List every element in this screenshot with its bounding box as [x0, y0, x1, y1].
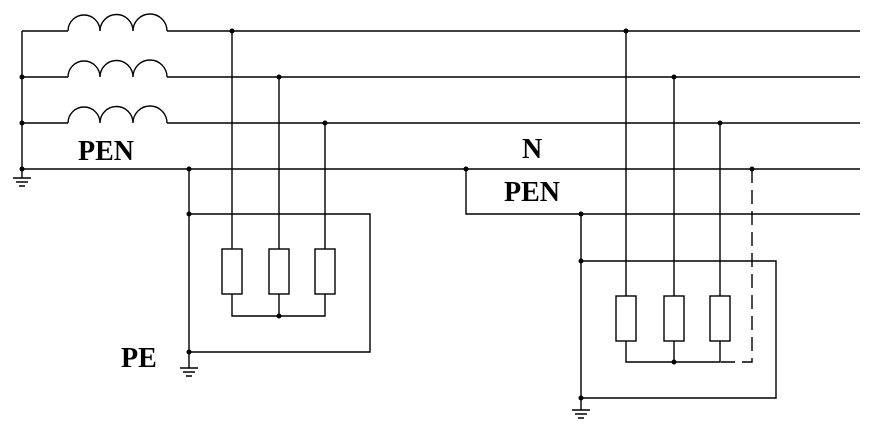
pe-label-left: PE	[121, 343, 157, 374]
n-label-right: N	[522, 134, 542, 165]
load-resistor	[615, 295, 637, 342]
load-resistor	[709, 295, 731, 342]
pen-label-left: PEN	[78, 136, 134, 167]
load-group-right	[572, 28, 777, 419]
load-resistor	[314, 248, 336, 295]
load-group-left	[180, 28, 371, 377]
load-resistor	[221, 248, 243, 295]
load-resistor	[268, 248, 290, 295]
transformer-windings	[19, 13, 860, 178]
load-resistor	[663, 295, 685, 342]
pen-label-right: PEN	[504, 177, 560, 208]
ground-symbol-source	[13, 177, 31, 187]
pen-conductor	[22, 166, 860, 172]
